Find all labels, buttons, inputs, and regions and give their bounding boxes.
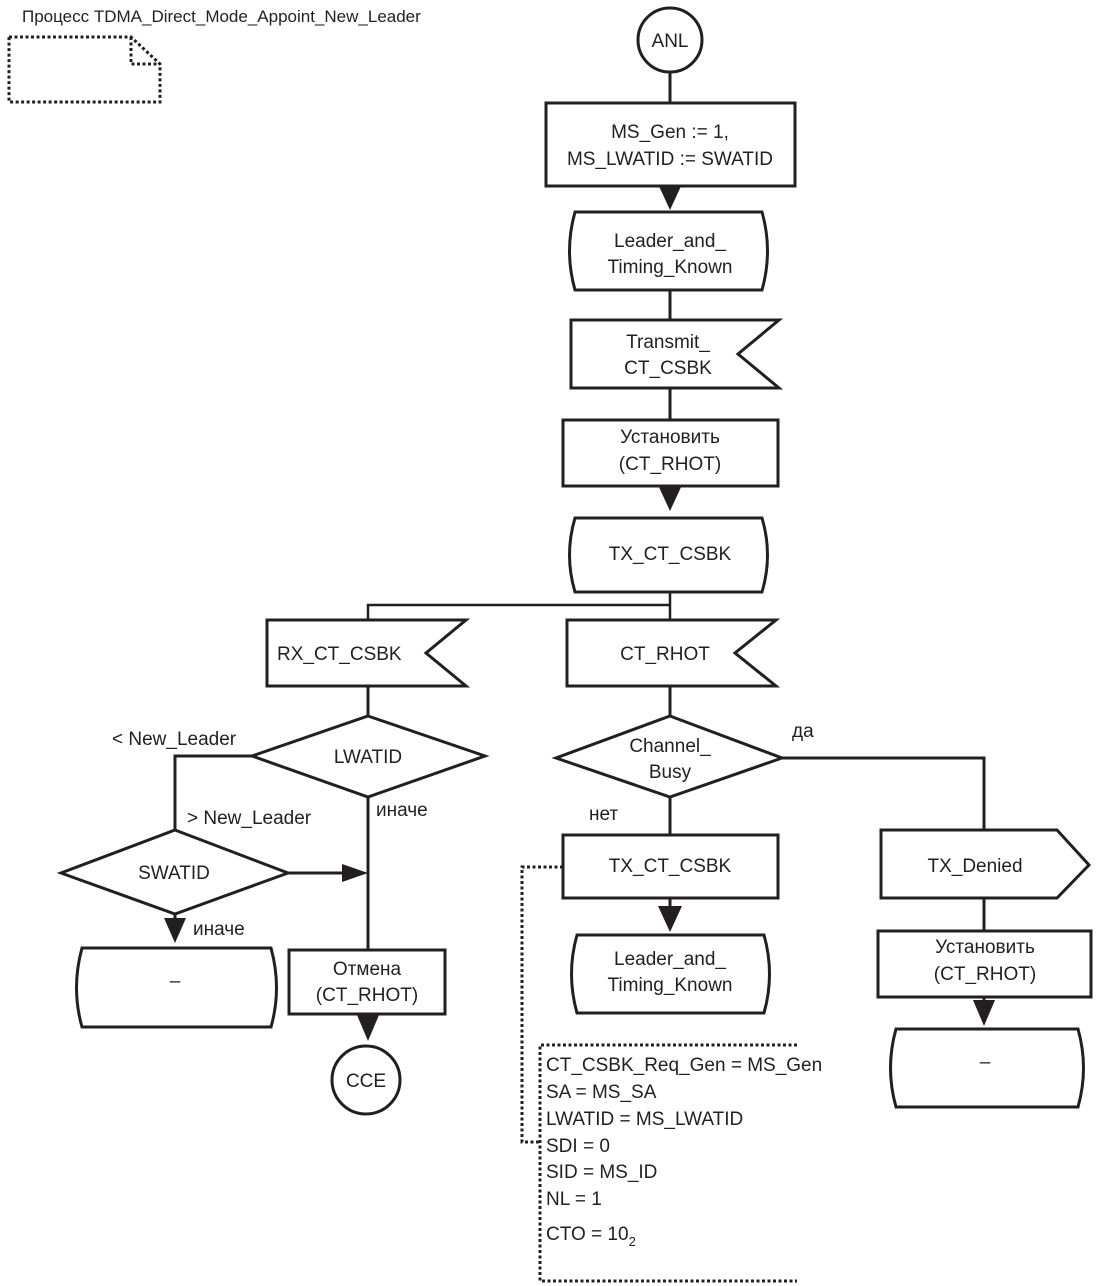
node-text: (CT_RHOT)	[619, 454, 721, 475]
node-text: TX_CT_CSBK	[609, 856, 732, 877]
arrow-down-icon	[973, 1000, 995, 1026]
comment-line: SA = MS_SA	[546, 1082, 657, 1103]
branch-label-else: иначе	[376, 800, 428, 821]
node-text: Установить	[935, 937, 1035, 958]
branch-label-greater: > New_Leader	[187, 808, 312, 829]
node-text: Leader_and_	[614, 949, 726, 970]
connector-label: ANL	[652, 31, 689, 52]
start-connector[interactable]: ANL	[636, 6, 704, 74]
branch-label-less: < New_Leader	[112, 729, 237, 750]
node-text: Отмена	[333, 959, 402, 980]
state-leader-and-timing-known[interactable]: Leader_and_ Timing_Known	[568, 210, 769, 292]
node-text: Leader_and_	[614, 231, 726, 252]
arrow-down-icon	[658, 906, 682, 932]
input-transmit-ct-csbk[interactable]: Transmit_ CT_CSBK	[569, 318, 784, 390]
connector-cce[interactable]: CCE	[330, 1044, 402, 1116]
arrow-down-icon	[658, 485, 682, 511]
task-tx-ct-csbk[interactable]: TX_CT_CSBK	[561, 833, 780, 900]
node-text: SWATID	[138, 863, 210, 884]
input-rx-ct-csbk[interactable]: RX_CT_CSBK	[265, 618, 471, 688]
comment-line: NL = 1	[546, 1189, 602, 1210]
branch-label-else: иначе	[193, 919, 245, 940]
comment-line-cto: CTO = 102	[546, 1224, 636, 1249]
arrow-down-icon	[164, 918, 186, 943]
node-text: –	[980, 1052, 991, 1073]
decision-channel-busy[interactable]: Channel_ Busy	[551, 714, 787, 799]
node-text: CT_RHOT	[620, 644, 710, 665]
node-text: TX_CT_CSBK	[609, 544, 732, 565]
node-text: –	[170, 971, 181, 992]
state-tx-ct-csbk[interactable]: TX_CT_CSBK	[568, 516, 769, 594]
page-fold-icon	[129, 37, 160, 66]
node-text: MS_LWATID := SWATID	[567, 149, 773, 170]
comment-line: LWATID = MS_LWATID	[546, 1109, 743, 1130]
node-text: CCE	[346, 1071, 386, 1092]
task-init[interactable]: MS_Gen := 1, MS_LWATID := SWATID	[544, 101, 797, 188]
diagram-title: Процесс TDMA_Direct_Mode_Appoint_New_Lea…	[22, 7, 421, 26]
task-set-timer[interactable]: Установить (CT_RHOT)	[561, 418, 780, 488]
decision-swatid[interactable]: SWATID	[56, 828, 293, 916]
input-ct-rhot[interactable]: CT_RHOT	[565, 618, 781, 688]
node-text: Channel_	[629, 736, 711, 757]
decision-lwatid[interactable]: LWATID	[247, 714, 490, 799]
state-leader-and-timing-known-2[interactable]: Leader_and_ Timing_Known	[570, 933, 771, 1015]
comment-line: SID = MS_ID	[546, 1162, 657, 1183]
arrow-down-icon	[658, 184, 682, 210]
node-text: Установить	[620, 427, 720, 448]
node-text: Timing_Known	[608, 975, 733, 996]
page-symbol-icon	[7, 35, 162, 104]
state-dash-right[interactable]: –	[889, 1027, 1085, 1109]
node-text: RX_CT_CSBK	[277, 644, 402, 665]
node-text: MS_Gen := 1,	[611, 122, 729, 143]
node-text: Transmit_	[626, 332, 710, 353]
comment-line: CT_CSBK_Req_Gen = MS_Gen	[546, 1055, 822, 1076]
node-text: Busy	[649, 762, 692, 783]
comment-annotation: CT_CSBK_Req_Gen = MS_Gen SA = MS_SA LWAT…	[520, 865, 822, 1283]
arrowheads	[164, 184, 995, 1041]
state-dash-left[interactable]: –	[75, 946, 278, 1029]
branch-label-no: нет	[589, 804, 618, 825]
node-text: TX_Denied	[927, 856, 1022, 877]
comment-line: SDI = 0	[546, 1136, 610, 1157]
node-text: CT_CSBK	[624, 358, 712, 379]
node-text: LWATID	[334, 747, 402, 768]
node-text: Timing_Known	[608, 257, 733, 278]
node-text: (CT_RHOT)	[316, 985, 418, 1006]
arrow-right-icon	[342, 864, 368, 882]
task-set-timer-2[interactable]: Установить (CT_RHOT)	[876, 929, 1093, 999]
arrow-down-icon	[357, 1015, 379, 1041]
branch-label-yes: да	[792, 721, 814, 742]
output-tx-denied[interactable]: TX_Denied	[879, 828, 1092, 900]
task-cancel-timer[interactable]: Отмена (CT_RHOT)	[287, 948, 447, 1016]
node-text: (CT_RHOT)	[934, 964, 1036, 985]
